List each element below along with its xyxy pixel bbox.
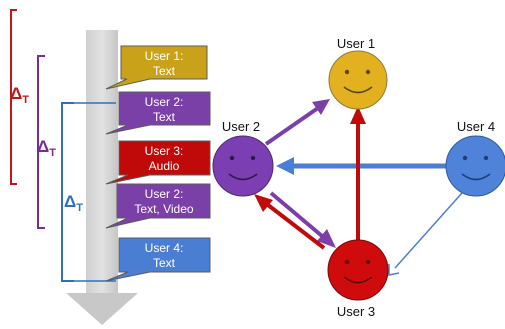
message-sender: User 2:: [145, 95, 184, 109]
svg-text:ΔT: ΔT: [64, 192, 83, 214]
delta-t-bracket-middle: ΔT: [37, 55, 56, 229]
message-callout-3: User 3: Audio: [105, 140, 211, 185]
message-type: Text: [153, 256, 176, 270]
smiley-face-icon: [228, 155, 258, 181]
user-node-2: User 2: [212, 119, 274, 197]
message-callout-4: User 2: Text, Video: [105, 183, 211, 229]
message-type: Text: [153, 64, 176, 78]
user-label: User 2: [222, 119, 260, 134]
message-sender: User 1:: [145, 49, 184, 63]
user-label: User 1: [337, 36, 375, 51]
message-callout-5: User 4: Text: [105, 237, 211, 282]
message-callout-2: User 2: Text: [105, 91, 211, 135]
bracket-label: Δ: [10, 84, 22, 103]
message-type: Audio: [149, 159, 180, 173]
edge-user3-to-user2: [254, 194, 326, 250]
svg-text:ΔT: ΔT: [37, 137, 56, 159]
svg-text:ΔT: ΔT: [10, 84, 29, 106]
bracket-label: Δ: [37, 137, 49, 156]
delta-t-bracket-outer: ΔT: [10, 9, 29, 185]
message-type: Text, Video: [134, 202, 193, 216]
user-label: User 4: [457, 119, 495, 134]
message-sender: User 3:: [145, 144, 184, 158]
message-callout-1: User 1: Text: [105, 45, 208, 90]
message-sender: User 4:: [145, 241, 184, 255]
smiley-face-icon: [461, 155, 491, 181]
smiley-face-icon: [343, 259, 373, 284]
message-sender: User 2:: [145, 187, 184, 201]
edge-user4-to-user2: [276, 157, 447, 175]
edge-user2-to-user3: [269, 191, 336, 248]
bracket-label: Δ: [64, 192, 76, 211]
bracket-subscript: T: [22, 94, 29, 106]
user-label: User 3: [337, 304, 375, 319]
timeline-arrow: [66, 30, 138, 325]
bracket-subscript: T: [76, 202, 83, 214]
edge-user2-to-user1: [264, 99, 330, 146]
message-type: Text: [153, 110, 176, 124]
edge-user3-to-user1: [350, 106, 366, 241]
user-node-1: User 1: [328, 36, 388, 110]
delta-t-bracket-inner: ΔT: [61, 102, 116, 282]
edge-user4-to-user3: [388, 192, 463, 276]
bracket-subscript: T: [49, 147, 56, 159]
smiley-face-icon: [343, 69, 373, 94]
user-node-3: User 3: [327, 239, 389, 319]
user-node-4: User 4: [445, 119, 505, 197]
